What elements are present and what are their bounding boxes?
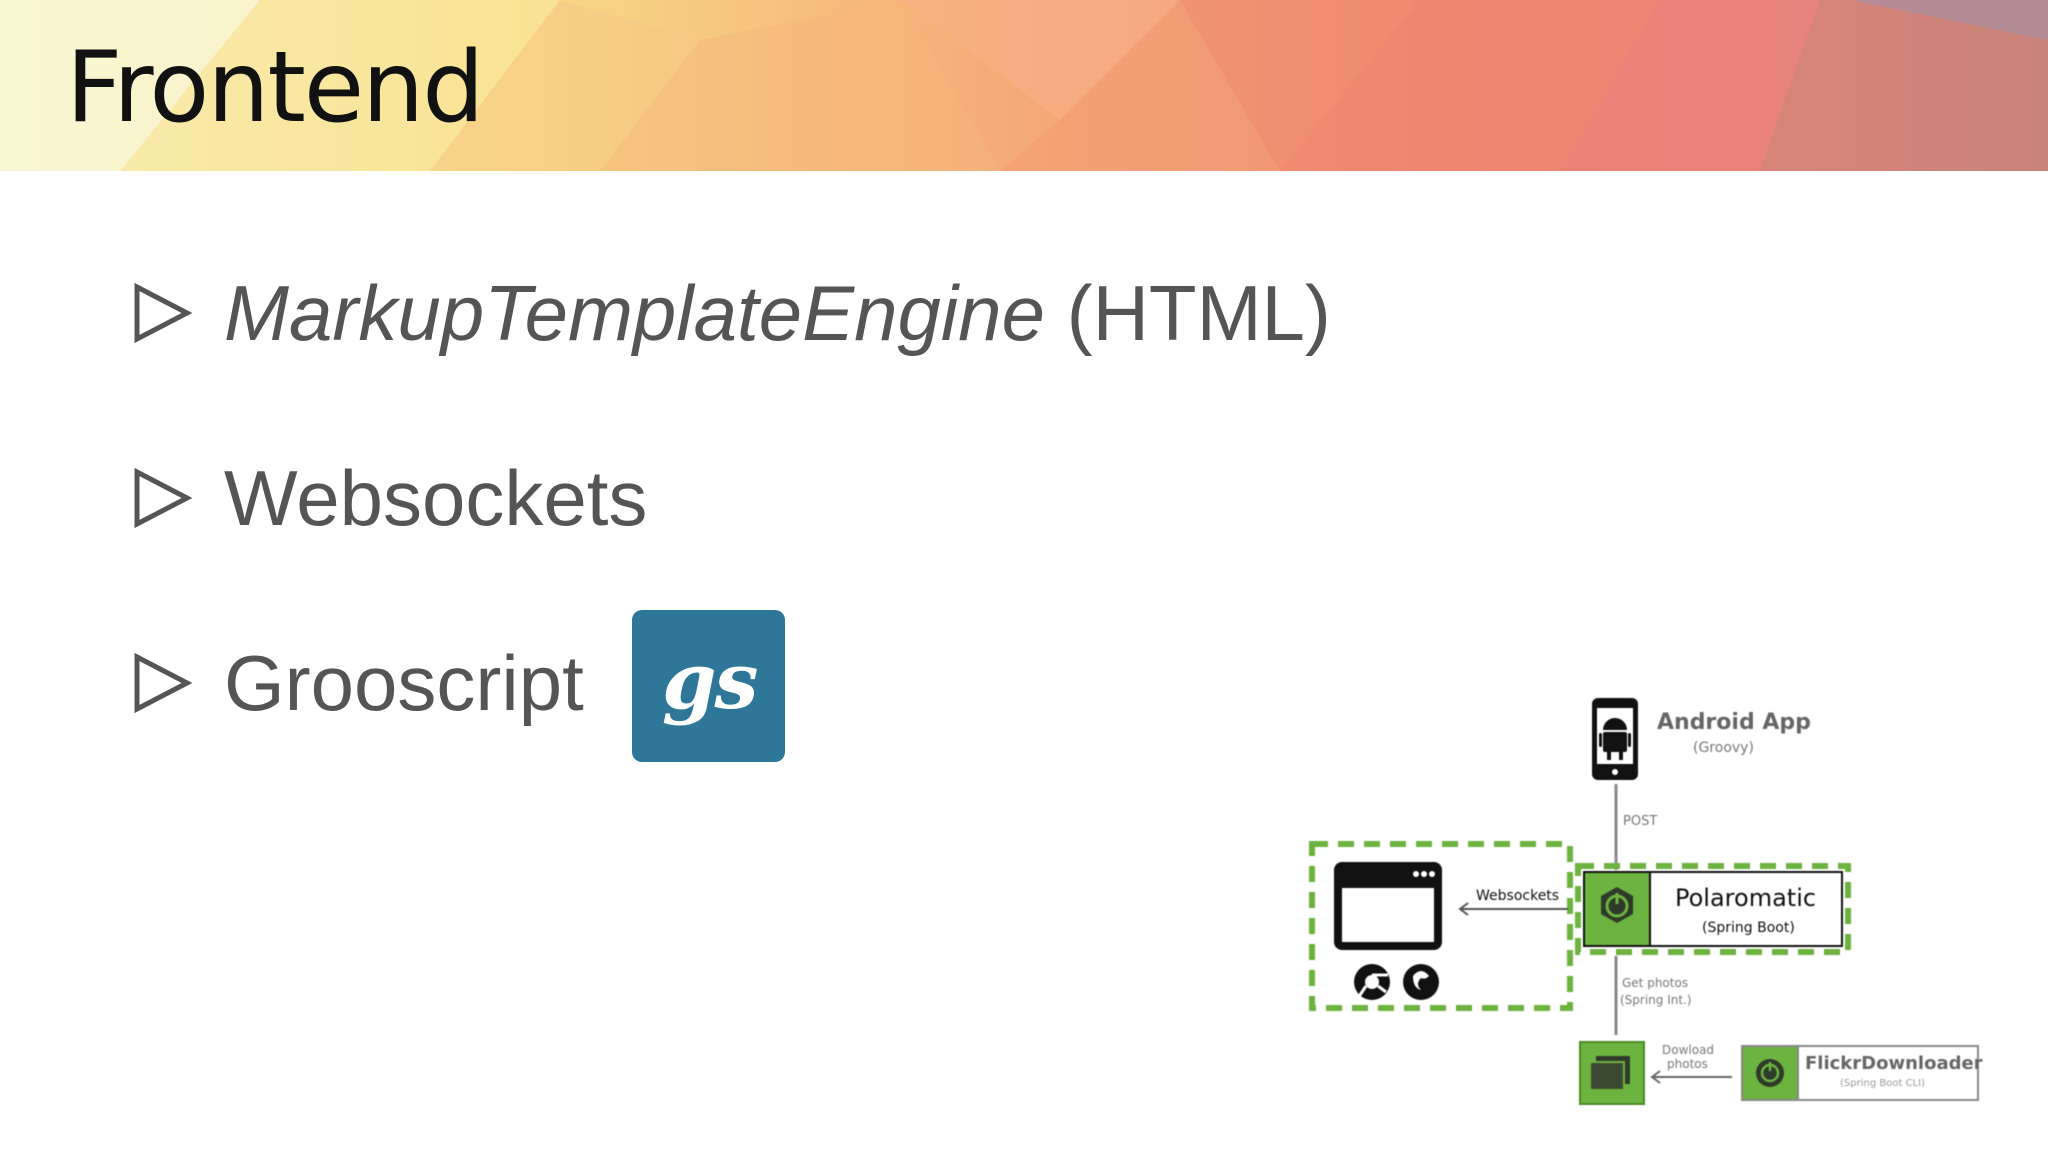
- get-photos-label: Get photos: [1622, 976, 1689, 990]
- bullet-text: Grooscript: [224, 639, 584, 727]
- bullet-markup-template-engine: MarkupTemplateEngine (HTML): [132, 268, 1331, 358]
- bullet-text: Websockets: [224, 454, 648, 542]
- folder-stack-icon: [1589, 1056, 1630, 1091]
- firefox-icon: [1403, 964, 1439, 1000]
- photos-label: photos: [1667, 1057, 1708, 1071]
- grooscript-logo-text: gs: [662, 636, 758, 727]
- bullet-plain-text: (HTML): [1044, 269, 1331, 357]
- slide-title: Frontend: [66, 31, 484, 145]
- spring-int-label: (Spring Int.): [1620, 993, 1692, 1007]
- download-label: Dowload: [1662, 1043, 1715, 1057]
- spring-power-icon: [1601, 887, 1633, 923]
- android-app-subtitle: (Groovy): [1693, 740, 1754, 756]
- android-phone-icon: [1592, 698, 1638, 780]
- triangle-bullet-icon: [134, 467, 193, 529]
- bullet-grooscript: Grooscript: [132, 638, 584, 728]
- spring-power-icon: [1756, 1059, 1784, 1087]
- bullet-websockets: Websockets: [132, 453, 647, 543]
- post-label: POST: [1623, 814, 1658, 829]
- diagram-shapes: [1309, 698, 1979, 1105]
- grooscript-logo: gs: [632, 610, 785, 762]
- triangle-bullet-icon: [134, 652, 193, 714]
- header-banner: Frontend: [0, 0, 2048, 171]
- bullet-text: MarkupTemplateEngine (HTML): [224, 268, 1331, 358]
- bullet-italic-text: MarkupTemplateEngine: [224, 269, 1045, 357]
- chrome-icon: [1354, 964, 1390, 1000]
- flickr-downloader-subtitle: (Spring Boot CLI): [1840, 1078, 1925, 1089]
- triangle-bullet-icon: [134, 282, 193, 344]
- android-app-title: Android App: [1657, 710, 1811, 735]
- flickr-downloader-title: FlickrDownloader: [1805, 1053, 1983, 1074]
- websockets-label: Websockets: [1476, 888, 1560, 904]
- polaromatic-title: Polaromatic: [1675, 884, 1817, 912]
- architecture-diagram: Android App (Groovy) POST Websockets Pol…: [1300, 690, 2000, 1110]
- polaromatic-subtitle: (Spring Boot): [1702, 920, 1795, 936]
- lowpoly-background: [0, 0, 2048, 171]
